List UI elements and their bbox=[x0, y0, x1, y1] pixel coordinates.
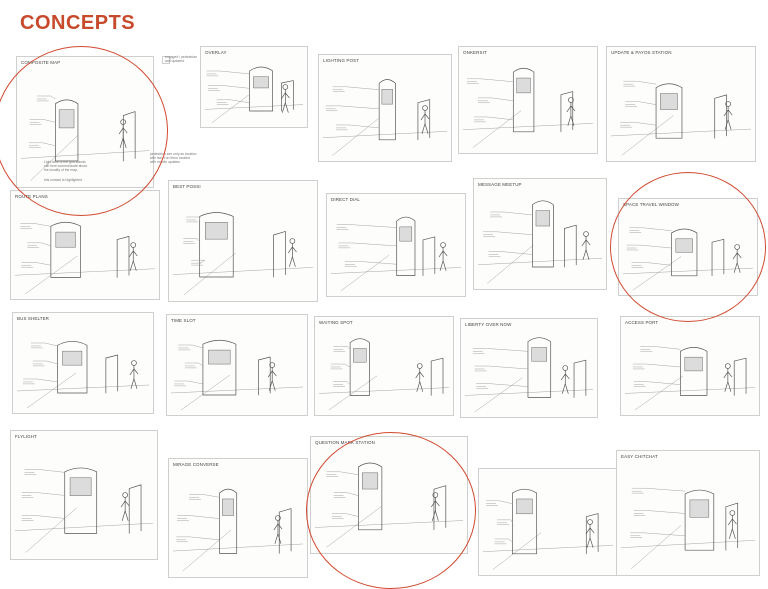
sketch-drawing bbox=[479, 469, 617, 575]
concept-panel-p14: WAITING SPOT bbox=[314, 316, 454, 416]
sketch-drawing bbox=[617, 451, 759, 575]
sketch-drawing bbox=[619, 199, 757, 295]
concept-panel-p4: LIGHTING POST bbox=[318, 54, 452, 162]
concept-panel-p17: FLYLIGHT bbox=[10, 430, 158, 560]
sketch-drawing bbox=[459, 47, 597, 153]
sketch-drawing bbox=[167, 315, 307, 415]
sketch-drawing bbox=[311, 437, 467, 553]
concept-panel-p9: DIRECT DIAL bbox=[326, 193, 466, 297]
concept-panel-p11: SPACE TRAVEL WINDOW bbox=[618, 198, 758, 296]
sketch-drawing bbox=[319, 55, 451, 161]
panel-label: ACCESS PORT bbox=[625, 320, 658, 325]
panel-label: MESSAGE MEETUP bbox=[478, 182, 522, 187]
sketch-drawing bbox=[621, 317, 759, 415]
panel-label: ROUTE PLANS bbox=[15, 194, 48, 199]
concept-panel-p20 bbox=[478, 468, 618, 576]
page-title: CONCEPTS bbox=[20, 12, 135, 35]
annotation-note: this contact is highlighted bbox=[44, 178, 82, 182]
concept-panel-p18: MIRAGE CONVERSE bbox=[168, 458, 308, 578]
sketch-drawing bbox=[607, 47, 755, 161]
panel-label: WAITING SPOT bbox=[319, 320, 353, 325]
panel-label: BEST POSSI bbox=[173, 184, 201, 189]
panel-label: EASY CHITCHAT bbox=[621, 454, 658, 459]
concept-panel-p19: QUESTION MARK STATION bbox=[310, 436, 468, 554]
concept-panel-p13: TIME SLOT bbox=[166, 314, 308, 416]
concept-panel-p10: MESSAGE MEETUP bbox=[473, 178, 607, 290]
panel-label: UPDATE & PAYOS STATION bbox=[611, 50, 672, 55]
panel-label: MIRAGE CONVERSE bbox=[173, 462, 219, 467]
concept-panel-p15: LIBERTY OVER NOW bbox=[460, 318, 598, 418]
sketch-drawing bbox=[474, 179, 606, 289]
panel-label: ONKERSIT bbox=[463, 50, 487, 55]
concept-panel-p8: BEST POSSI bbox=[168, 180, 318, 302]
sketch-drawing bbox=[169, 181, 317, 301]
sketch-drawing bbox=[315, 317, 453, 415]
panel-label: COMPOSITE MAP bbox=[21, 60, 60, 65]
concept-panel-p6: UPDATE & PAYOS STATION bbox=[606, 46, 756, 162]
panel-label: TIME SLOT bbox=[171, 318, 196, 323]
panel-label: BUS SHELTER bbox=[17, 316, 49, 321]
concept-panel-p3: OVERLAY bbox=[200, 46, 308, 128]
panel-label: DIRECT DIAL bbox=[331, 197, 360, 202]
sketch-drawing bbox=[11, 191, 159, 299]
panel-label: SPACE TRAVEL WINDOW bbox=[623, 202, 679, 207]
concept-panel-p21: EASY CHITCHAT bbox=[616, 450, 760, 576]
panel-label: LIBERTY OVER NOW bbox=[465, 322, 511, 327]
panel-label: OVERLAY bbox=[205, 50, 227, 55]
concept-panel-p5: ONKERSIT bbox=[458, 46, 598, 154]
sketch-drawing bbox=[461, 319, 597, 417]
sketch-drawing bbox=[201, 47, 307, 127]
panel-label: FLYLIGHT bbox=[15, 434, 37, 439]
concept-panel-p12: BUS SHELTER bbox=[12, 312, 154, 414]
panel-label: QUESTION MARK STATION bbox=[315, 440, 375, 445]
sketch-drawing bbox=[11, 431, 157, 559]
annotation-note: pedestrian see only as location with liv… bbox=[150, 152, 197, 164]
annotation-note: engaged / pedestrian and updated bbox=[165, 55, 197, 63]
annotation-note: Light blue of the grid stands still fron… bbox=[44, 160, 87, 172]
sketch-drawing bbox=[327, 194, 465, 296]
sketch-drawing bbox=[13, 313, 153, 413]
panel-label: LIGHTING POST bbox=[323, 58, 359, 63]
sketch-drawing bbox=[169, 459, 307, 577]
concept-panel-p16: ACCESS PORT bbox=[620, 316, 760, 416]
concept-panel-p7: ROUTE PLANS bbox=[10, 190, 160, 300]
